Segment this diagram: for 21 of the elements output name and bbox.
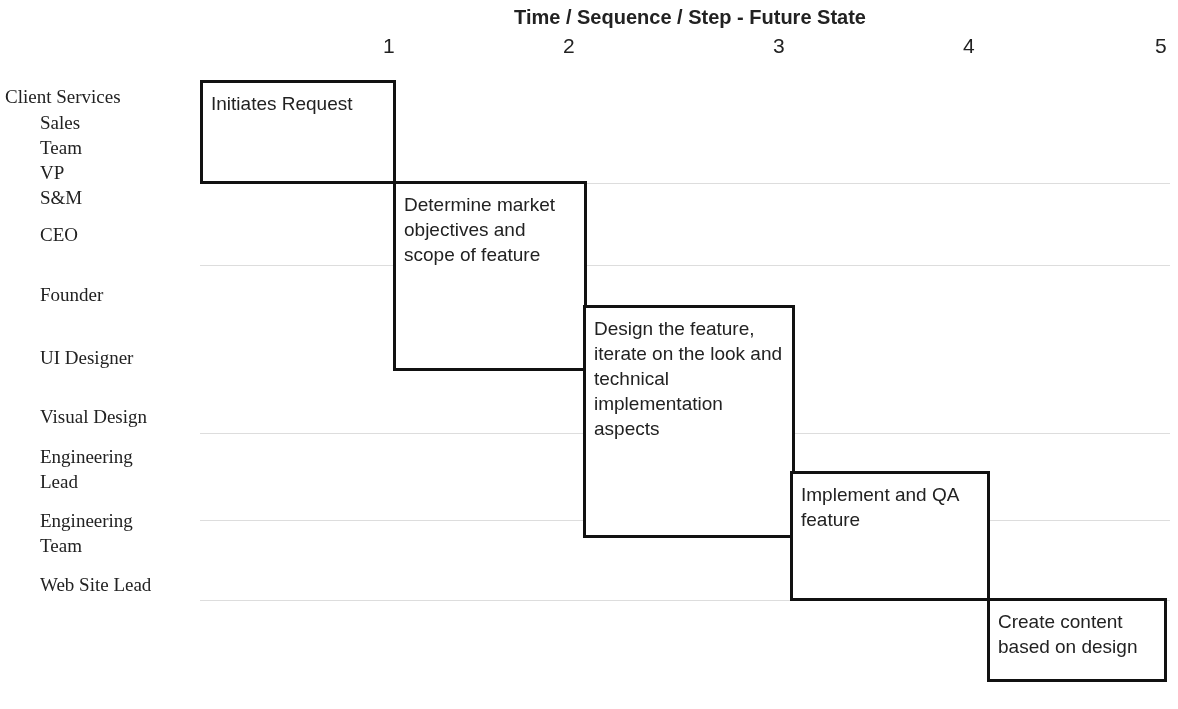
- lane-label: CEO: [40, 223, 79, 247]
- process-box: Design the feature, iterate on the look and technical implementation aspects: [583, 305, 795, 538]
- process-box: Initiates Request: [200, 80, 396, 184]
- step-number: 4: [963, 34, 976, 58]
- lane-label: VP S&M: [40, 161, 84, 210]
- process-box: Determine market objectives and scope of feature: [393, 181, 587, 371]
- chart-title: Time / Sequence / Step - Future State: [513, 6, 867, 29]
- step-number: 2: [563, 34, 576, 58]
- lane-label: Engineering Lead: [40, 445, 134, 494]
- step-number: 1: [383, 34, 396, 58]
- lane-label: Visual Design: [40, 405, 149, 429]
- lane-label: Engineering Team: [40, 509, 134, 558]
- lane-label: Founder: [40, 283, 105, 307]
- lane-label: Web Site Lead: [40, 573, 153, 597]
- process-box: Create content based on design: [987, 598, 1167, 682]
- step-number: 3: [773, 34, 786, 58]
- step-number: 5: [1155, 34, 1168, 58]
- lane-label: Sales Team: [40, 111, 83, 160]
- lane-label: UI Designer: [40, 346, 135, 370]
- process-box: Implement and QA feature: [790, 471, 990, 601]
- lane-label: Client Services: [5, 85, 122, 109]
